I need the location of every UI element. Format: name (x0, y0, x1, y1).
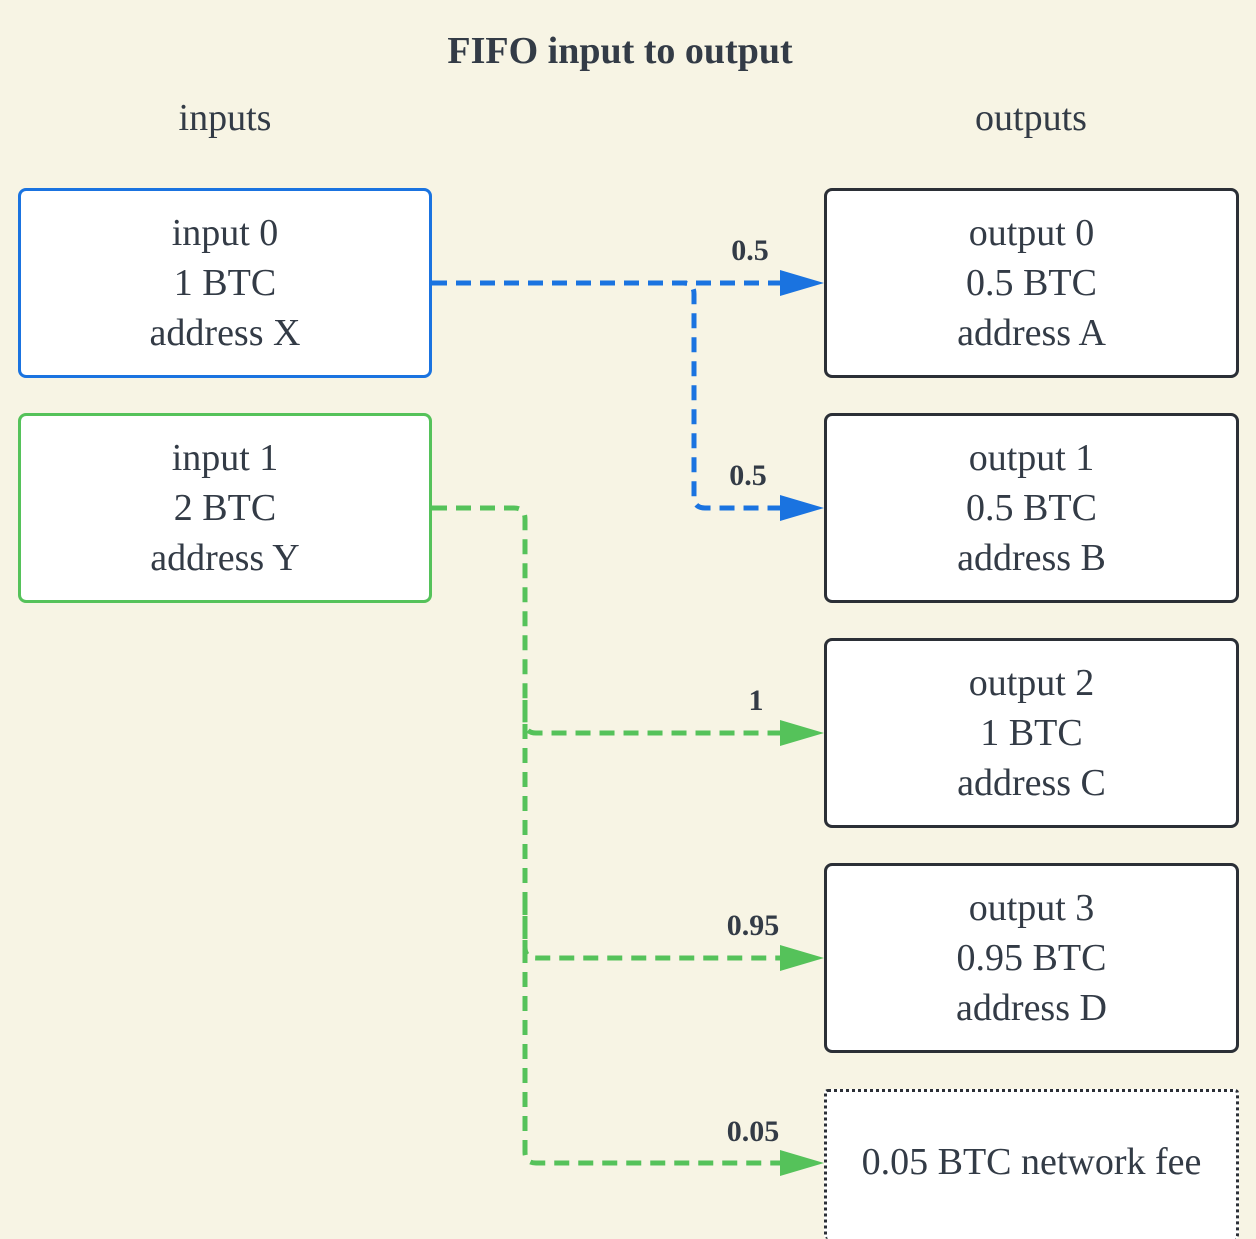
flow-edge-input1-fee (522, 900, 782, 1166)
flow-label-fee: 0.05 (726, 1115, 780, 1148)
input-amount: 1 BTC (173, 262, 277, 304)
flow-edge-input1-output2 (432, 505, 782, 736)
output-label: output 0 (968, 212, 1095, 254)
input-label: input 1 (171, 437, 279, 479)
flow-arrow-fee (780, 1150, 824, 1176)
output-label: output 3 (968, 887, 1095, 929)
input-amount: 2 BTC (173, 487, 277, 529)
output-node-2: output 2 1 BTC address C (824, 638, 1239, 828)
output-node-1: output 1 0.5 BTC address B (824, 413, 1239, 603)
output-amount: 0.5 BTC (966, 262, 1097, 304)
output-node-3: output 3 0.95 BTC address D (824, 863, 1239, 1053)
output-address: address B (957, 537, 1106, 579)
input-label: input 0 (171, 212, 279, 254)
input-node-0: input 0 1 BTC address X (18, 188, 432, 378)
flow-arrow-output2 (780, 720, 824, 746)
flow-label-output1: 0.5 (729, 459, 767, 492)
output-node-0: output 0 0.5 BTC address A (824, 188, 1239, 378)
flow-label-output3: 0.95 (726, 909, 780, 942)
flow-arrow-output1 (780, 495, 824, 521)
output-amount: 0.5 BTC (966, 487, 1097, 529)
flow-arrow-output0 (780, 270, 824, 296)
output-address: address D (956, 987, 1107, 1029)
flow-edge-input0-output1 (432, 280, 782, 511)
output-label: output 2 (968, 662, 1095, 704)
output-label: output 1 (968, 437, 1095, 479)
flow-arrow-output3 (780, 945, 824, 971)
output-address: address A (957, 312, 1106, 354)
input-address: address Y (150, 537, 300, 579)
input-address: address X (149, 312, 301, 354)
diagram-title: FIFO input to output (447, 30, 793, 72)
output-amount: 1 BTC (980, 712, 1083, 754)
inputs-header: inputs (178, 97, 272, 139)
outputs-header: outputs (975, 97, 1087, 139)
output-amount: 0.95 BTC (956, 937, 1107, 979)
input-node-1: input 1 2 BTC address Y (18, 413, 432, 603)
flow-edge-input1-output3 (522, 700, 782, 961)
flow-label-output2: 1 (748, 684, 764, 717)
network-fee-label: 0.05 BTC network fee (861, 1140, 1202, 1183)
output-address: address C (957, 762, 1106, 804)
network-fee-node: 0.05 BTC network fee (824, 1089, 1239, 1239)
flow-label-output0: 0.5 (731, 234, 769, 267)
